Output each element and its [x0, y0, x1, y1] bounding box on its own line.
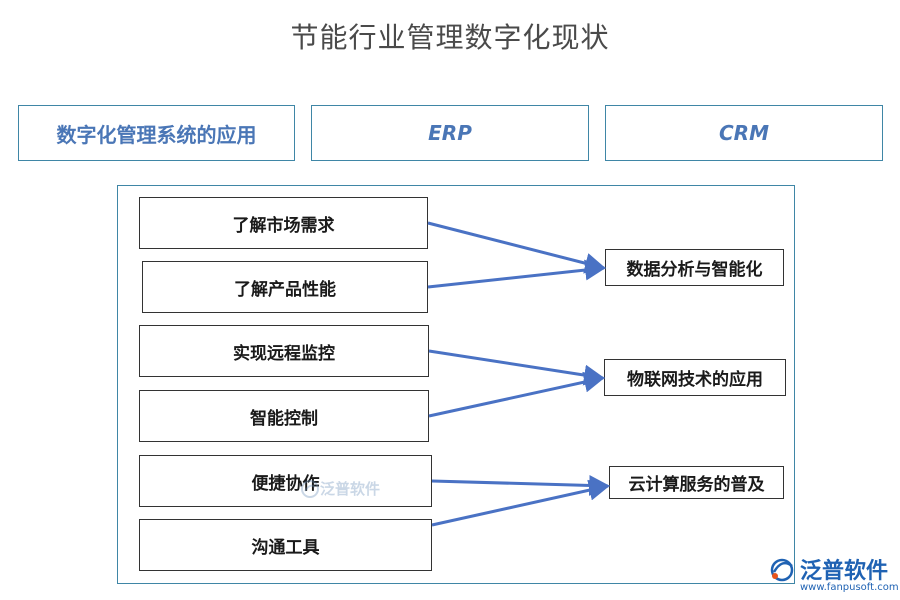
top-box-digital-management: 数字化管理系统的应用	[18, 105, 295, 161]
brand-logo: 泛普软件	[768, 553, 888, 585]
top-box-erp: ERP	[311, 105, 589, 161]
page-title: 节能行业管理数字化现状	[290, 21, 610, 54]
watermark: 泛普软件	[300, 478, 380, 499]
left-item-product-performance: 了解产品性能	[142, 261, 428, 313]
brand-logo-url: www.fanpusoft.com	[800, 582, 899, 593]
left-item-label: 了解产品性能	[234, 279, 336, 300]
left-item-remote-monitoring: 实现远程监控	[139, 325, 429, 377]
right-item-label: 云计算服务的普及	[628, 475, 765, 495]
top-box-crm: CRM	[605, 105, 883, 161]
right-item-iot: 物联网技术的应用	[604, 359, 786, 396]
left-item-communication-tools: 沟通工具	[139, 519, 432, 571]
right-item-cloud-computing: 云计算服务的普及	[609, 466, 784, 499]
left-item-convenient-collaboration: 便捷协作	[139, 455, 432, 507]
watermark-text: 泛普软件	[320, 480, 381, 498]
left-item-label: 智能控制	[250, 408, 318, 429]
right-item-label: 数据分析与智能化	[626, 260, 763, 280]
brand-logo-text: 泛普软件	[800, 559, 889, 584]
left-item-label: 了解市场需求	[232, 215, 335, 236]
top-box-label: CRM	[719, 121, 769, 145]
left-item-smart-control: 智能控制	[139, 390, 429, 442]
left-item-label: 便捷协作	[251, 473, 320, 494]
right-item-data-analysis: 数据分析与智能化	[605, 249, 784, 286]
left-item-label: 实现远程监控	[233, 343, 335, 364]
top-box-label: ERP	[428, 121, 472, 145]
left-item-label: 沟通工具	[251, 537, 320, 558]
watermark-logo-icon	[301, 479, 319, 498]
brand-logo-icon	[770, 558, 794, 582]
top-box-label: 数字化管理系统的应用	[56, 122, 257, 147]
left-item-market-demand: 了解市场需求	[139, 197, 428, 249]
right-item-label: 物联网技术的应用	[627, 370, 763, 390]
